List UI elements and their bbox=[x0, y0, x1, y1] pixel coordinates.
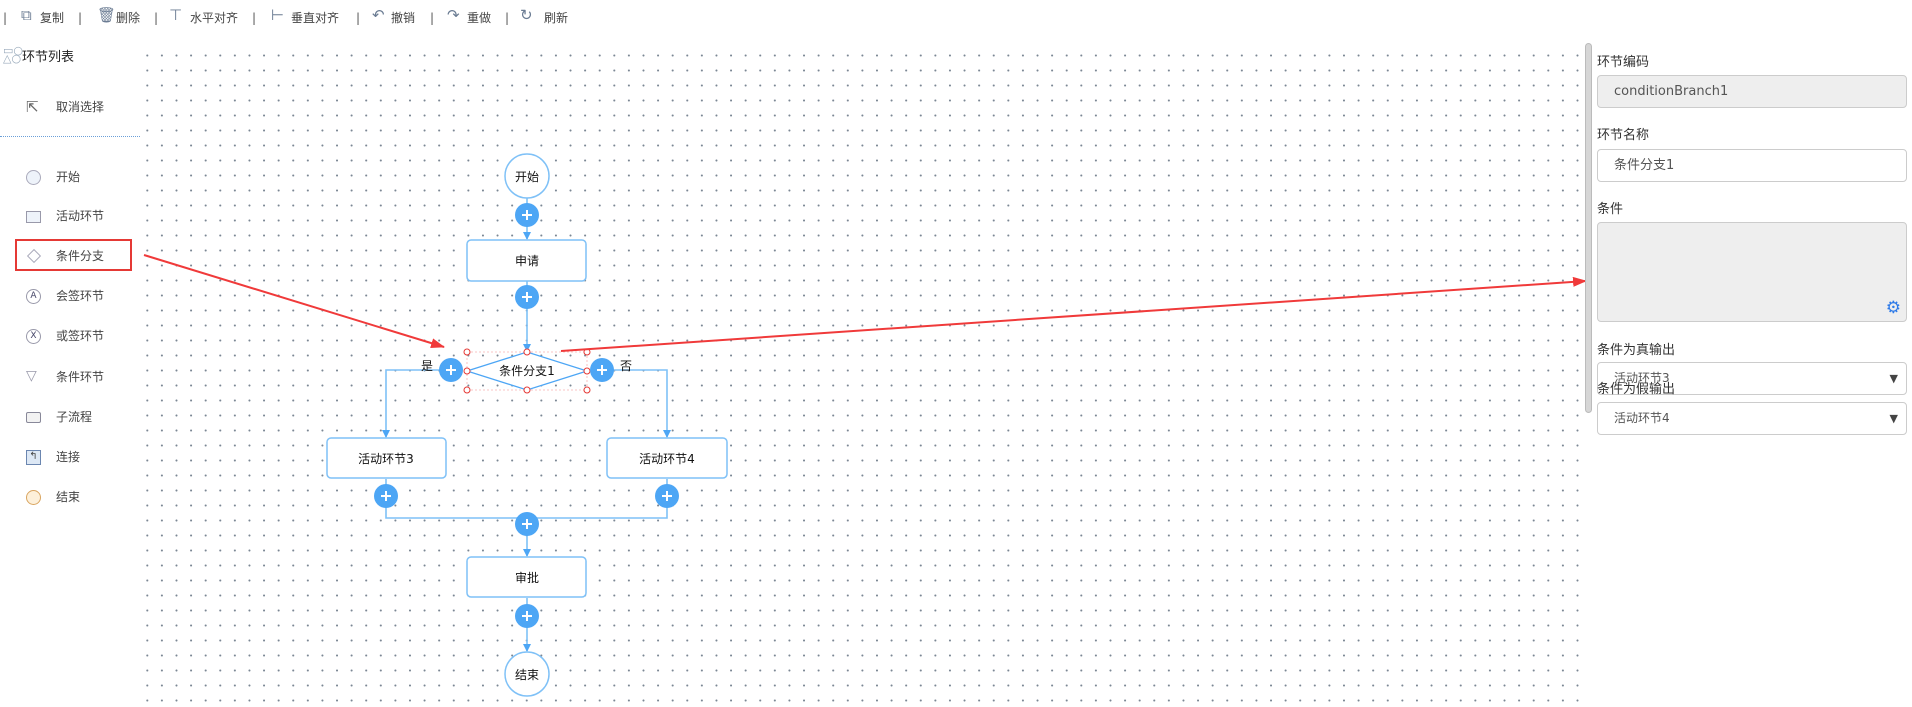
align-vertical-button[interactable]: 垂直对齐 bbox=[291, 11, 340, 25]
start-node[interactable]: 开始 bbox=[504, 153, 550, 199]
redo-icon[interactable]: ↷ bbox=[447, 6, 460, 24]
approve-label: 审批 bbox=[515, 570, 539, 585]
add-node-button[interactable] bbox=[373, 483, 399, 509]
copy-button[interactable]: 复制 bbox=[40, 11, 65, 25]
gear-icon[interactable]: ⚙ bbox=[1885, 298, 1901, 318]
connect-icon: ↰ bbox=[26, 450, 41, 465]
false-output-select[interactable]: 活动环节4 ▼ bbox=[1597, 402, 1907, 435]
chevron-down-icon: ▼ bbox=[1889, 412, 1898, 425]
activity3-label: 活动环节3 bbox=[358, 452, 414, 466]
item-label: 条件环节 bbox=[56, 370, 105, 384]
delete-button[interactable]: 删除 bbox=[116, 11, 141, 25]
triangle-icon: ▽ bbox=[26, 368, 37, 384]
countersign-icon: A bbox=[26, 289, 41, 304]
chevron-down-icon: ▼ bbox=[1889, 372, 1898, 385]
separator: | bbox=[356, 11, 361, 25]
no-label: 否 bbox=[620, 359, 632, 373]
undo-button[interactable]: 撤销 bbox=[391, 11, 416, 25]
edge-no bbox=[602, 369, 671, 438]
separator: | bbox=[430, 11, 435, 25]
item-label: 条件分支 bbox=[56, 249, 105, 263]
end-circle-icon bbox=[26, 490, 41, 505]
add-node-button[interactable] bbox=[654, 483, 680, 509]
item-label: 连接 bbox=[56, 450, 81, 464]
code-label: 环节编码 bbox=[1597, 55, 1650, 70]
code-input[interactable]: conditionBranch1 bbox=[1597, 75, 1907, 108]
approve-node[interactable]: 审批 bbox=[466, 556, 587, 598]
sidebar-item-condition-node[interactable]: ▽ 条件环节 bbox=[0, 365, 140, 389]
divider bbox=[0, 136, 140, 137]
annotation-arrow bbox=[143, 254, 445, 348]
item-label: 开始 bbox=[56, 170, 81, 184]
add-node-button[interactable] bbox=[514, 284, 540, 310]
copy-icon[interactable]: ⧉ bbox=[21, 6, 32, 24]
sidebar-item-activity[interactable]: 活动环节 bbox=[0, 204, 140, 228]
condition-label: 条件 bbox=[1597, 202, 1624, 217]
start-label: 开始 bbox=[515, 170, 539, 184]
apply-label: 申请 bbox=[515, 254, 539, 268]
branch-node[interactable]: 条件分支1 bbox=[463, 348, 591, 394]
add-node-button[interactable] bbox=[514, 603, 540, 629]
item-label: 子流程 bbox=[56, 410, 93, 424]
or-sign-icon: X bbox=[26, 329, 41, 344]
end-label: 结束 bbox=[515, 668, 539, 682]
refresh-button[interactable]: 刷新 bbox=[544, 11, 569, 25]
sidebar-item-or-sign[interactable]: X 或签环节 bbox=[0, 324, 140, 348]
item-label: 活动环节 bbox=[56, 209, 105, 223]
sidebar-item-condition-branch[interactable]: 条件分支 bbox=[0, 244, 140, 268]
separator: | bbox=[3, 11, 8, 25]
separator: | bbox=[505, 11, 510, 25]
add-node-button[interactable] bbox=[514, 202, 540, 228]
redo-button[interactable]: 重做 bbox=[467, 11, 492, 25]
true-output-value: 活动环节3 bbox=[1614, 371, 1670, 385]
apply-node[interactable]: 申请 bbox=[466, 239, 587, 282]
activity4-label: 活动环节4 bbox=[639, 452, 695, 466]
selection-handles bbox=[463, 348, 591, 394]
activity4-node[interactable]: 活动环节4 bbox=[606, 437, 728, 479]
end-node[interactable]: 结束 bbox=[504, 651, 550, 697]
item-label: 会签环节 bbox=[56, 289, 105, 303]
sidebar-item-countersign[interactable]: A 会签环节 bbox=[0, 284, 140, 308]
true-output-select[interactable]: 活动环节3 ▼ bbox=[1597, 362, 1907, 395]
flow-canvas[interactable] bbox=[140, 48, 1584, 707]
false-output-label: 条件为假输出 bbox=[1597, 382, 1676, 397]
cancel-select-button[interactable]: ⇱ 取消选择 bbox=[0, 95, 140, 119]
separator: | bbox=[252, 11, 257, 25]
separator: | bbox=[154, 11, 159, 25]
sidebar-item-connect[interactable]: ↰ 连接 bbox=[0, 445, 140, 469]
sidebar-title: 环节列表 bbox=[22, 50, 75, 65]
false-output-value: 活动环节4 bbox=[1614, 411, 1670, 425]
refresh-icon[interactable]: ↻ bbox=[520, 6, 533, 24]
add-node-button[interactable] bbox=[514, 511, 540, 537]
sidebar-item-end[interactable]: 结束 bbox=[0, 485, 140, 509]
yes-label: 是 bbox=[421, 359, 433, 373]
subprocess-icon bbox=[26, 412, 41, 423]
node-list-icon: ▭○△○ bbox=[3, 44, 23, 65]
highlight-box bbox=[15, 239, 132, 271]
add-node-button[interactable] bbox=[438, 357, 464, 383]
true-output-label: 条件为真输出 bbox=[1597, 343, 1676, 358]
add-node-button[interactable] bbox=[589, 357, 615, 383]
start-circle-icon bbox=[26, 170, 41, 185]
activity-rect-icon bbox=[26, 211, 41, 223]
item-label: 结束 bbox=[56, 490, 81, 504]
sidebar-item-start[interactable]: 开始 bbox=[0, 165, 140, 189]
align-horizontal-button[interactable]: 水平对齐 bbox=[190, 11, 239, 25]
branch-label: 条件分支1 bbox=[499, 364, 555, 378]
annotation-arrow bbox=[560, 276, 1587, 352]
separator: | bbox=[78, 11, 83, 25]
condition-textarea[interactable]: ⚙ bbox=[1597, 222, 1907, 322]
item-label: 或签环节 bbox=[56, 329, 105, 343]
cancel-select-label: 取消选择 bbox=[56, 100, 105, 114]
name-label: 环节名称 bbox=[1597, 128, 1650, 143]
edge-yes bbox=[382, 369, 451, 438]
sidebar-item-subprocess[interactable]: 子流程 bbox=[0, 405, 140, 429]
name-input[interactable]: 条件分支1 bbox=[1597, 149, 1907, 182]
activity3-node[interactable]: 活动环节3 bbox=[326, 437, 447, 479]
undo-icon[interactable]: ↶ bbox=[372, 6, 385, 24]
align-vertical-icon[interactable]: ⊢ bbox=[271, 6, 285, 24]
trash-icon[interactable]: 🗑 bbox=[97, 6, 117, 24]
panel-scrollbar[interactable] bbox=[1585, 43, 1592, 413]
align-horizontal-icon[interactable]: ⊤ bbox=[169, 6, 183, 24]
